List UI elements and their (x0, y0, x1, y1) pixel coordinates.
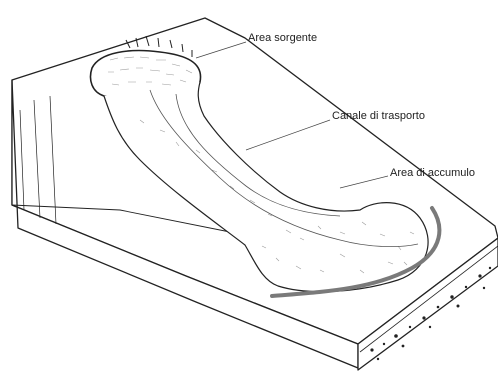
label-transport-channel: Canale di trasporto (332, 110, 425, 122)
label-accumulation-area: Area di accumulo (390, 167, 475, 179)
label-source-area: Area sorgente (248, 32, 317, 44)
